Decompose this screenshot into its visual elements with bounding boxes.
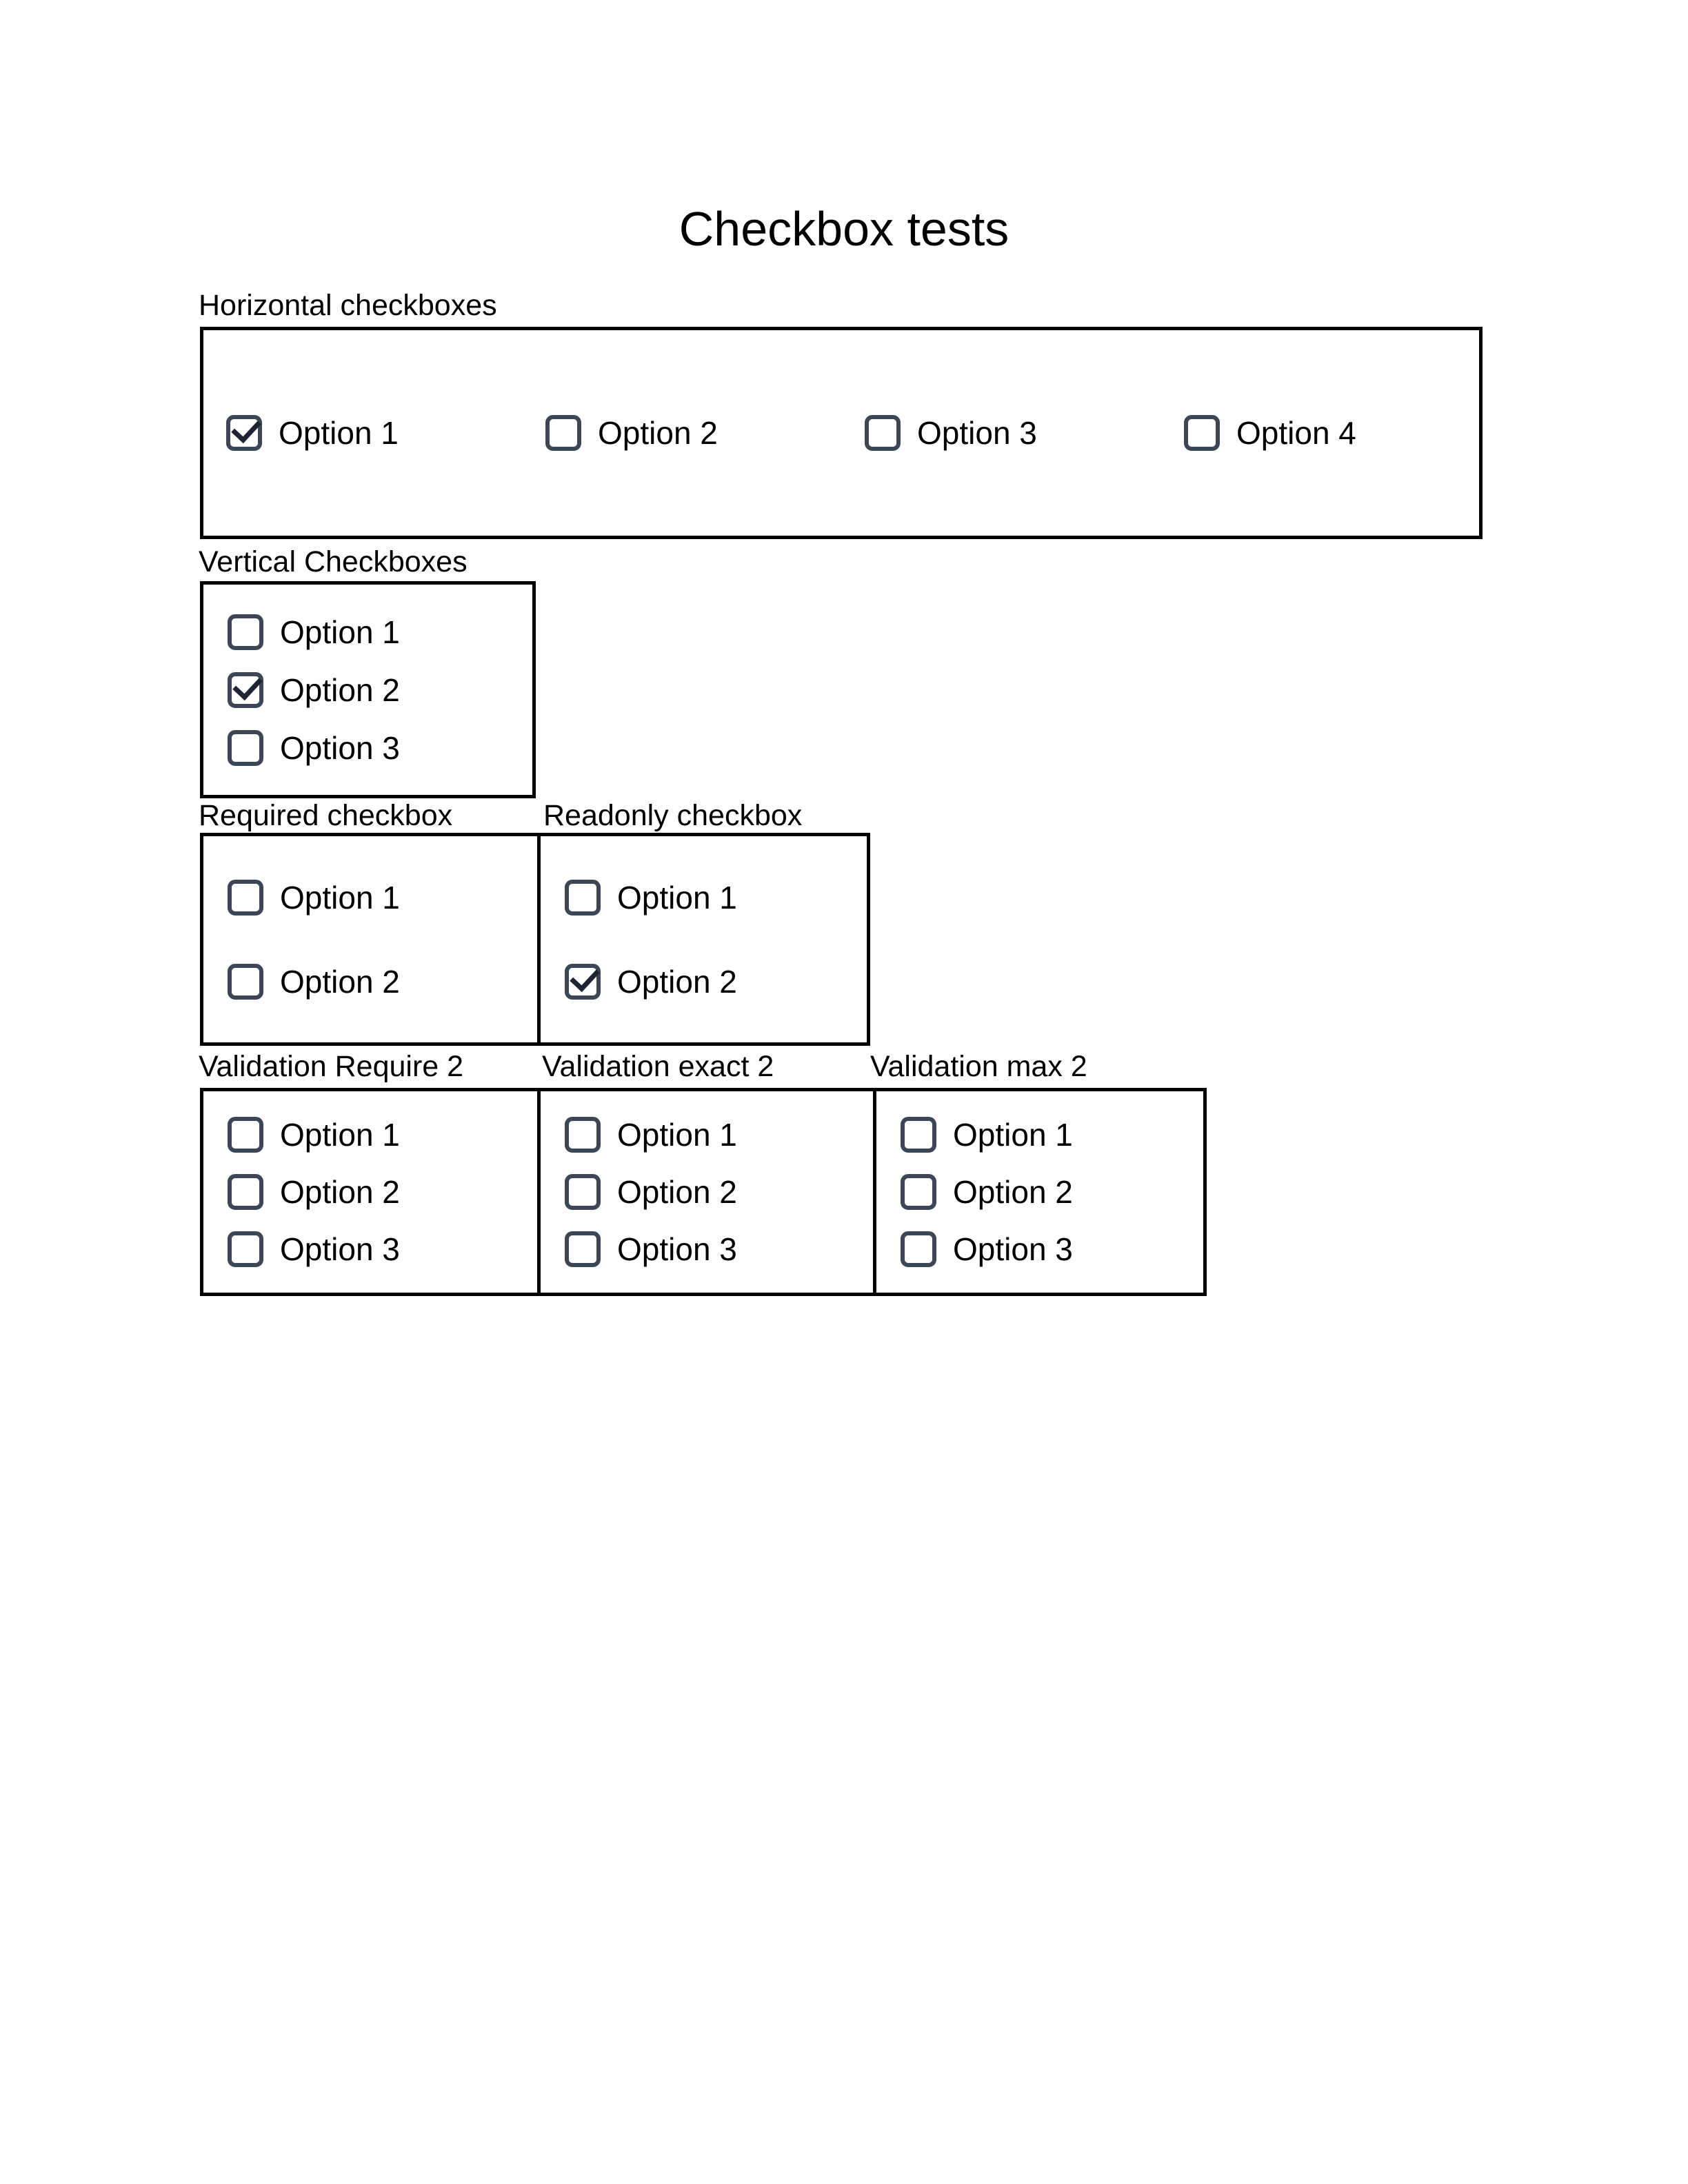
checkbox[interactable] bbox=[228, 1117, 263, 1153]
validation-max-cell: Option 1 Option 2 Option 3 bbox=[876, 1091, 1203, 1293]
checkbox-label: Option 1 bbox=[280, 879, 400, 916]
checkbox-option-readonly-1: Option 1 bbox=[565, 879, 867, 916]
checkbox[interactable] bbox=[228, 1174, 263, 1210]
checkbox-option-horizontal-1[interactable]: Option 1 bbox=[226, 414, 545, 452]
checkbox[interactable] bbox=[565, 1231, 601, 1267]
checkbox-option-valexact-3[interactable]: Option 3 bbox=[565, 1231, 873, 1268]
checkbox[interactable] bbox=[228, 671, 263, 708]
checkbox-option-valmax-1[interactable]: Option 1 bbox=[901, 1116, 1203, 1153]
vertical-checkboxes-box: Option 1 Option 2 Option 3 bbox=[200, 581, 536, 798]
checkbox-label: Option 1 bbox=[953, 1117, 1073, 1153]
checkbox[interactable] bbox=[565, 1174, 601, 1210]
checkbox-label: Option 1 bbox=[280, 614, 400, 650]
checkbox-option-vertical-3[interactable]: Option 3 bbox=[228, 729, 532, 767]
checkbox[interactable] bbox=[228, 614, 263, 650]
checkbox-label: Option 2 bbox=[280, 963, 400, 1000]
page-title: Checkbox tests bbox=[679, 202, 1009, 256]
checkbox-label: Option 2 bbox=[598, 415, 718, 451]
checkbox-option-vertical-2[interactable]: Option 2 bbox=[228, 671, 532, 709]
checkbox-option-valrequire-3[interactable]: Option 3 bbox=[228, 1231, 537, 1268]
checkbox-label: Option 3 bbox=[617, 1231, 737, 1267]
checkbox-option-valrequire-1[interactable]: Option 1 bbox=[228, 1116, 537, 1153]
checkbox-option-valmax-2[interactable]: Option 2 bbox=[901, 1173, 1203, 1211]
checkbox-option-valexact-2[interactable]: Option 2 bbox=[565, 1173, 873, 1211]
section-label-required: Required checkbox bbox=[199, 799, 453, 832]
readonly-checkbox-cell: Option 1 Option 2 bbox=[541, 836, 867, 1042]
checkbox-label: Option 3 bbox=[917, 415, 1037, 451]
checkbox[interactable] bbox=[228, 879, 263, 916]
section-label-validation-max: Validation max 2 bbox=[870, 1050, 1087, 1083]
section-label-readonly: Readonly checkbox bbox=[543, 799, 803, 832]
checkbox[interactable] bbox=[901, 1231, 936, 1267]
checkbox[interactable] bbox=[901, 1117, 936, 1153]
checkbox[interactable] bbox=[228, 1231, 263, 1267]
checkbox-option-valexact-1[interactable]: Option 1 bbox=[565, 1116, 873, 1153]
checkbox-label: Option 2 bbox=[617, 963, 737, 1000]
checkbox-label: Option 2 bbox=[280, 671, 400, 708]
checkbox-option-horizontal-2[interactable]: Option 2 bbox=[545, 414, 865, 452]
required-checkbox-cell: Option 1 Option 2 bbox=[203, 836, 541, 1042]
checkbox-label: Option 3 bbox=[280, 729, 400, 766]
validation-exact-cell: Option 1 Option 2 Option 3 bbox=[541, 1091, 876, 1293]
horizontal-checkboxes-box: Option 1 Option 2 Option 3 Option 4 bbox=[200, 327, 1483, 539]
checkbox bbox=[565, 963, 601, 1000]
checkbox-option-vertical-1[interactable]: Option 1 bbox=[228, 614, 532, 651]
checkbox-option-valmax-3[interactable]: Option 3 bbox=[901, 1231, 1203, 1268]
checkbox-label: Option 1 bbox=[280, 1117, 400, 1153]
section-label-horizontal: Horizontal checkboxes bbox=[199, 289, 497, 322]
checkbox[interactable] bbox=[226, 415, 262, 451]
checkbox-label: Option 3 bbox=[280, 1231, 400, 1267]
checkbox-option-horizontal-4[interactable]: Option 4 bbox=[1184, 414, 1503, 452]
checkbox[interactable] bbox=[865, 415, 901, 451]
checkbox-label: Option 2 bbox=[280, 1174, 400, 1210]
checkbox-option-horizontal-3[interactable]: Option 3 bbox=[865, 414, 1184, 452]
checkbox-option-readonly-2: Option 2 bbox=[565, 963, 867, 1000]
checkbox-label: Option 4 bbox=[1236, 415, 1356, 451]
checkbox[interactable] bbox=[901, 1174, 936, 1210]
section-label-validation-exact: Validation exact 2 bbox=[542, 1050, 774, 1083]
checkbox-label: Option 1 bbox=[617, 879, 737, 916]
checkbox[interactable] bbox=[565, 1117, 601, 1153]
checkbox[interactable] bbox=[228, 729, 263, 766]
checkbox[interactable] bbox=[545, 415, 581, 451]
checkbox bbox=[565, 879, 601, 916]
checkbox-option-valrequire-2[interactable]: Option 2 bbox=[228, 1173, 537, 1211]
checkbox[interactable] bbox=[1184, 415, 1220, 451]
checkbox-label: Option 2 bbox=[617, 1174, 737, 1210]
section-label-vertical: Vertical Checkboxes bbox=[199, 545, 468, 578]
validation-box: Option 1 Option 2 Option 3 Option 1 Opti… bbox=[200, 1088, 1207, 1296]
checkbox-label: Option 3 bbox=[953, 1231, 1073, 1267]
section-label-validation-require: Validation Require 2 bbox=[199, 1050, 464, 1083]
checkbox[interactable] bbox=[228, 963, 263, 1000]
checkbox-option-required-1[interactable]: Option 1 bbox=[228, 879, 537, 916]
checkbox-label: Option 2 bbox=[953, 1174, 1073, 1210]
checkbox-label: Option 1 bbox=[279, 415, 399, 451]
checkbox-label: Option 1 bbox=[617, 1117, 737, 1153]
validation-require-cell: Option 1 Option 2 Option 3 bbox=[203, 1091, 541, 1293]
required-readonly-box: Option 1 Option 2 Option 1 Option 2 bbox=[200, 833, 870, 1046]
checkbox-option-required-2[interactable]: Option 2 bbox=[228, 963, 537, 1000]
